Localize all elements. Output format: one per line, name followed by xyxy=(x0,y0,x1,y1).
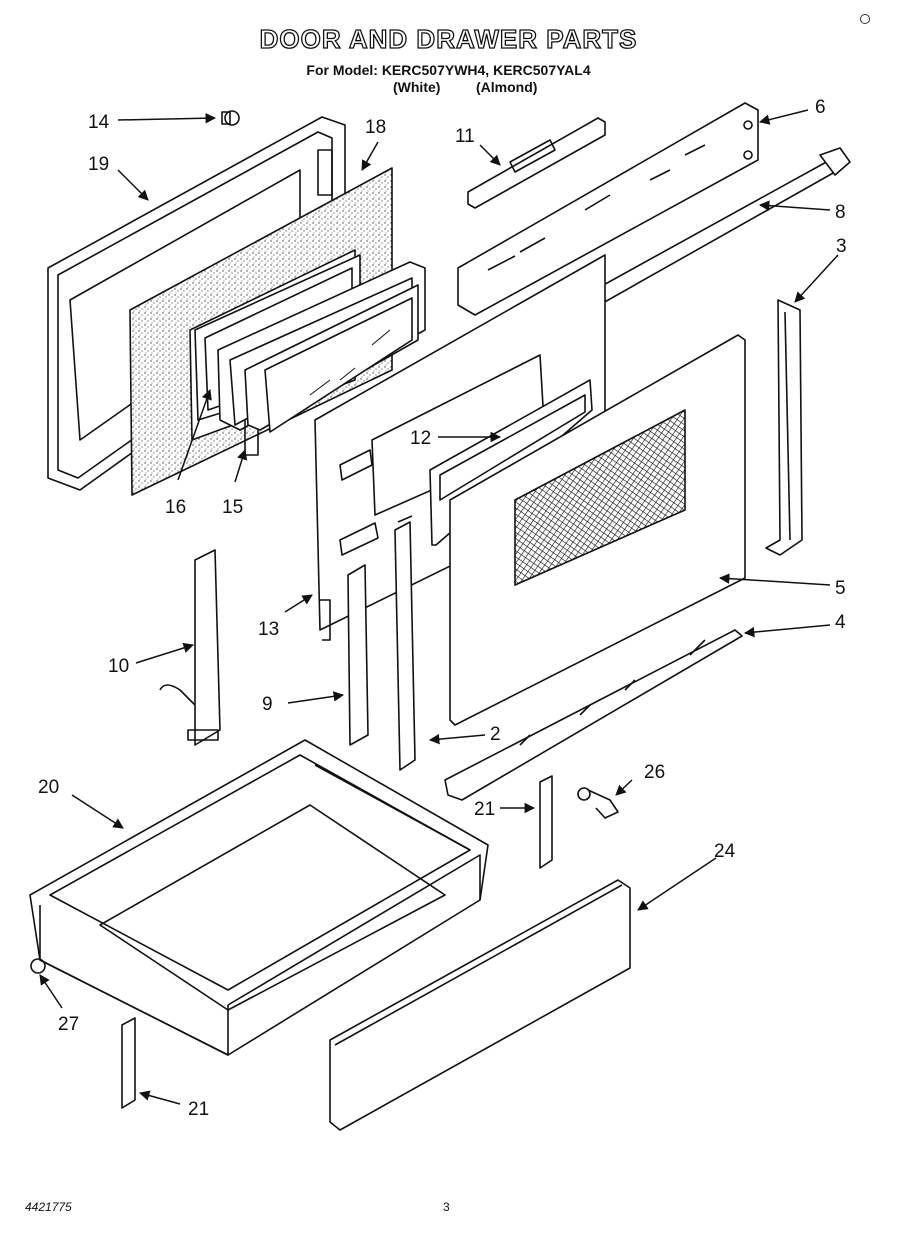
callout-9: 9 xyxy=(262,694,273,715)
door-spacer-9 xyxy=(347,564,369,746)
page-title: DOOR AND DRAWER PARTS xyxy=(259,23,638,54)
door-side-trim-3 xyxy=(765,299,803,556)
callout-6: 6 xyxy=(815,97,826,118)
door-top-trim-6 xyxy=(457,102,759,316)
color-almond-label: (Almond) xyxy=(476,79,538,95)
callout-10: 10 xyxy=(108,656,129,677)
callout-11: 11 xyxy=(455,126,475,147)
color-white-label: (White) xyxy=(393,79,441,95)
screw-14 xyxy=(221,110,240,126)
callout-8: 8 xyxy=(835,202,846,223)
callout-numbers: 14 19 18 11 6 8 3 12 16 15 5 13 4 10 9 2… xyxy=(38,97,847,1120)
callout-3: 3 xyxy=(836,236,847,257)
outer-door-panel-5 xyxy=(449,334,746,726)
drawer-stop-knob-26 xyxy=(577,787,619,819)
callout-leader-lines xyxy=(39,109,839,1105)
callout-4: 4 xyxy=(835,612,846,633)
callout-24: 24 xyxy=(714,841,736,862)
callout-5: 5 xyxy=(835,578,846,599)
door-hinge-10 xyxy=(159,549,221,746)
page-number: 3 xyxy=(443,1200,450,1214)
callout-21-lower: 21 xyxy=(188,1099,209,1120)
callout-12: 12 xyxy=(410,428,431,449)
part-number: 4421775 xyxy=(25,1200,72,1214)
callout-18: 18 xyxy=(365,117,386,138)
callout-13: 13 xyxy=(258,619,279,640)
drawer-stop-27 xyxy=(30,958,46,974)
drawer-slide-21-lower xyxy=(121,1017,136,1109)
callout-16: 16 xyxy=(165,497,186,518)
callout-14: 14 xyxy=(88,112,110,133)
callout-19: 19 xyxy=(88,154,109,175)
corner-hole-mark xyxy=(860,14,870,24)
hinge-channel-2 xyxy=(394,515,416,771)
window-pack-15 xyxy=(217,261,426,456)
callout-27: 27 xyxy=(58,1014,79,1035)
callout-2: 2 xyxy=(490,724,501,745)
model-line: For Model: KERC507YWH4, KERC507YAL4 xyxy=(306,62,591,78)
door-handle-bracket-11 xyxy=(467,117,606,209)
callout-26: 26 xyxy=(644,762,665,783)
callout-15: 15 xyxy=(222,497,243,518)
callout-21-upper: 21 xyxy=(474,799,495,820)
door-bottom-trim-4 xyxy=(444,629,743,801)
drawer-front-panel-24 xyxy=(329,879,631,1131)
drawer-slide-21-upper xyxy=(539,775,553,869)
callout-20: 20 xyxy=(38,777,59,798)
